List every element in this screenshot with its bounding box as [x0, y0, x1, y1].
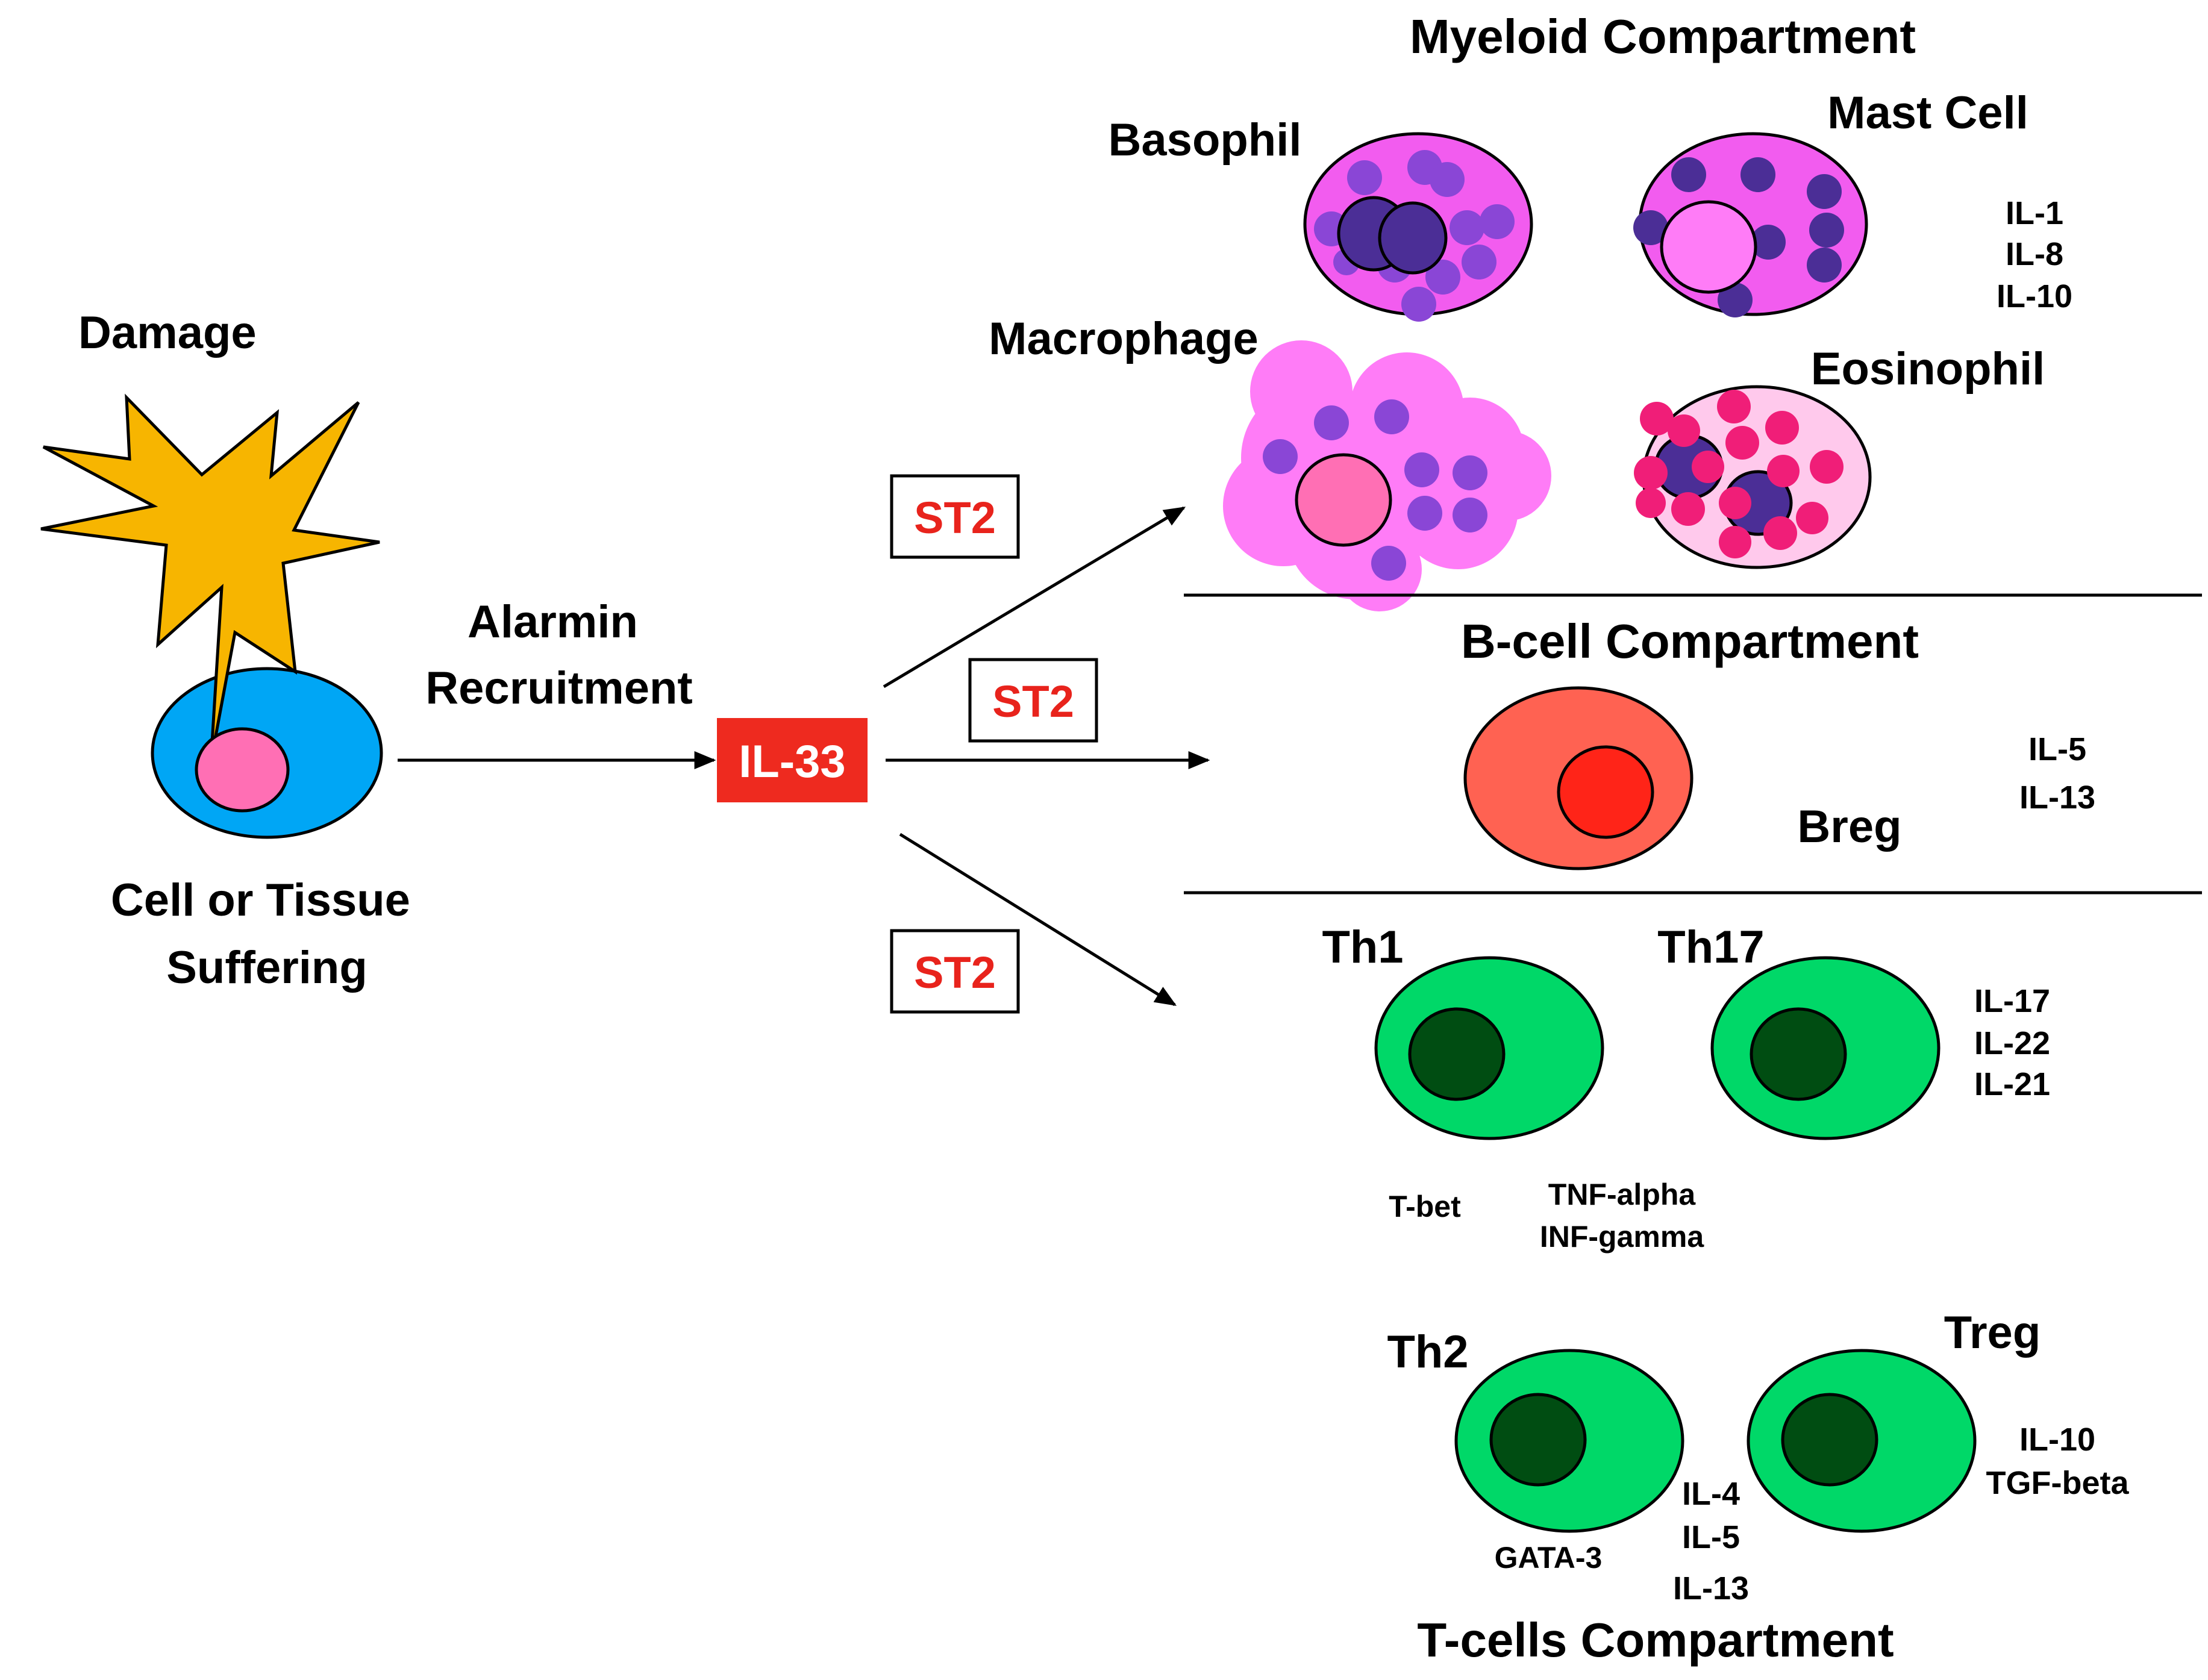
- th17-cytokines: IL-17 IL-22 IL-21: [1974, 983, 2050, 1102]
- th2-transcription-factor: GATA-3: [1495, 1541, 1603, 1575]
- myeloid-cytokine: IL-10: [1997, 278, 2072, 314]
- th1-cell: [1374, 956, 1604, 1140]
- th17-cell: [1710, 956, 1941, 1140]
- breg-cell: [1463, 686, 1694, 870]
- bcell-title: B-cell Compartment: [1461, 614, 1919, 668]
- st2-label-top: ST2: [914, 493, 996, 543]
- th1-cytokine: TNF-alpha: [1548, 1178, 1697, 1211]
- th2-cell: [1454, 1349, 1684, 1533]
- th2-cytokine: IL-4: [1682, 1476, 1740, 1512]
- th17-label: Th17: [1657, 922, 1764, 973]
- th2-cytokines: IL-4 IL-5 IL-13: [1673, 1476, 1749, 1607]
- macrophage-cell: [1223, 340, 1551, 611]
- alarmin-label-line1: Alarmin: [468, 596, 638, 648]
- treg-cytokine: IL-10: [2019, 1422, 2095, 1458]
- th1-label: Th1: [1322, 922, 1403, 973]
- basophil-cell: [1303, 132, 1533, 322]
- treg-cytokine: TGF-beta: [1986, 1465, 2130, 1501]
- source-cell-label-line1: Cell or Tissue: [111, 875, 410, 926]
- macrophage-label: Macrophage: [989, 313, 1259, 364]
- st2-box-bottom: ST2: [890, 929, 1020, 1014]
- il33-box: IL-33: [717, 718, 868, 802]
- th17-cytokine: IL-17: [1974, 983, 2050, 1019]
- basophil-label: Basophil: [1109, 114, 1302, 166]
- eosinophil-label: Eosinophil: [1811, 343, 2045, 395]
- myeloid-title: Myeloid Compartment: [1410, 10, 1916, 63]
- tcell-title: T-cells Compartment: [1417, 1613, 1894, 1667]
- bcell-cytokines: IL-5 IL-13: [2019, 731, 2095, 816]
- st2-label-bottom: ST2: [914, 948, 996, 998]
- st2-box-top: ST2: [890, 474, 1020, 559]
- bcell-cytokine: IL-13: [2019, 779, 2095, 816]
- treg-cytokines: IL-10 TGF-beta: [1986, 1422, 2130, 1501]
- alarmin-label: Alarmin Recruitment: [425, 596, 692, 714]
- arrow-to-tcell: [899, 832, 1177, 1007]
- th2-cytokine: IL-13: [1673, 1570, 1749, 1607]
- damage-star-icon: [40, 393, 380, 763]
- myeloid-cytokines: IL-1 IL-8 IL-10: [1997, 195, 2072, 314]
- source-cell-nucleus: [195, 727, 290, 813]
- th1-cytokines: TNF-alpha INF-gamma: [1540, 1178, 1704, 1254]
- alarmin-label-line2: Recruitment: [425, 663, 692, 714]
- th1-transcription-factor: T-bet: [1389, 1190, 1461, 1223]
- th1-cytokine: INF-gamma: [1540, 1220, 1704, 1254]
- myeloid-cytokine: IL-1: [2006, 195, 2063, 231]
- bcell-cytokine: IL-5: [2028, 731, 2086, 767]
- st2-box-middle: ST2: [968, 658, 1098, 743]
- st2-label-middle: ST2: [992, 676, 1074, 726]
- th2-cytokine: IL-5: [1682, 1519, 1740, 1555]
- source-cell-label-line2: Suffering: [166, 942, 367, 993]
- breg-label: Breg: [1797, 801, 1901, 852]
- treg-cell: [1747, 1349, 1977, 1533]
- treg-label: Treg: [1944, 1307, 2041, 1358]
- myeloid-cytokine: IL-8: [2006, 236, 2063, 272]
- source-cell-label: Cell or Tissue Suffering: [111, 875, 423, 993]
- arrow-to-myeloid: [883, 506, 1186, 689]
- th17-cytokine: IL-21: [1974, 1066, 2050, 1102]
- eosinophil-cell: [1634, 385, 1872, 569]
- mast-cell-label: Mast Cell: [1827, 87, 2028, 139]
- th17-cytokine: IL-22: [1974, 1025, 2050, 1061]
- il33-label: IL-33: [739, 736, 845, 787]
- source-cell: [40, 393, 383, 839]
- damage-label: Damage: [78, 307, 257, 358]
- th2-label: Th2: [1387, 1326, 1468, 1378]
- mast-cell: [1633, 132, 1868, 317]
